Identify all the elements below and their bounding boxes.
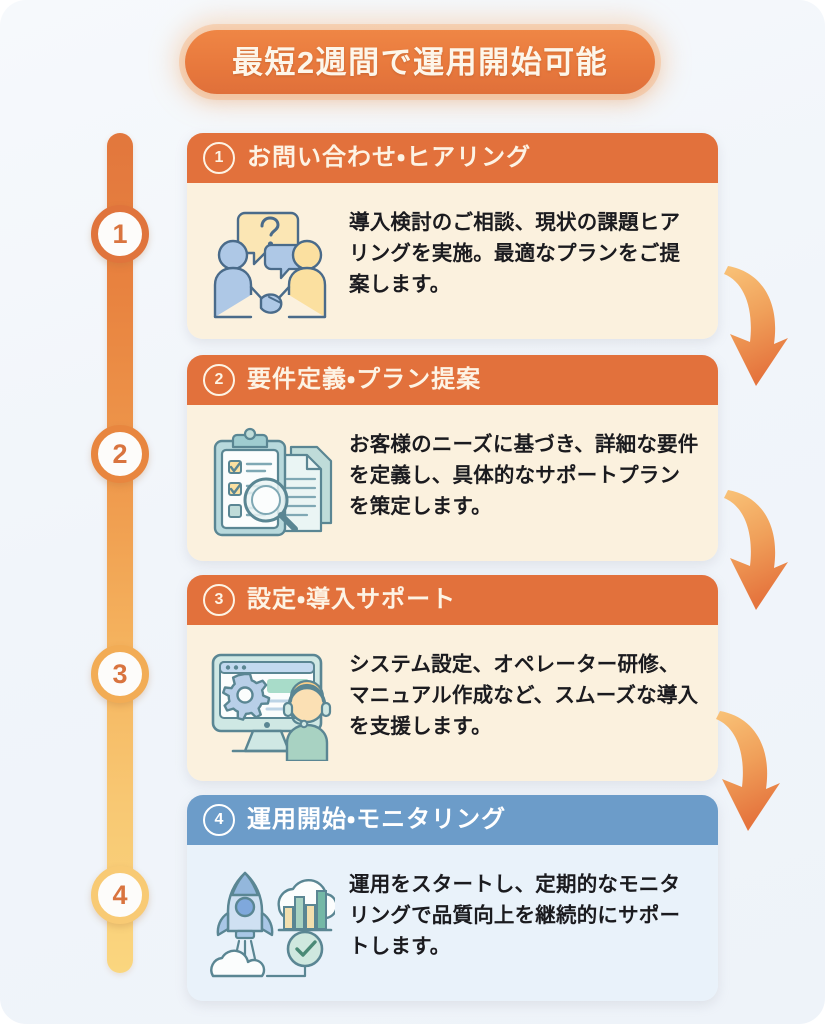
- rocket-cloud-chart-check-icon: [205, 863, 335, 981]
- flow-arrow-3-to-4: [714, 703, 810, 843]
- step-title: 設定・導入サポート: [247, 586, 457, 613]
- title-banner: 最短2週間で運用開始可能: [185, 30, 655, 94]
- step-description: お客様のニーズに基づき、詳細な要件を定義し、具体的なサポートプランを策定します。: [349, 433, 699, 519]
- step-number-badge: 1: [203, 142, 235, 174]
- step-card-header: 3 設定・導入サポート: [187, 575, 718, 625]
- step-title: 要件定義・プラン提案: [247, 366, 482, 393]
- timeline-marker-2: 2: [91, 425, 149, 483]
- step-description: 導入検討のご相談、現状の課題ヒアリングを実施。最適なプランをご提案します。: [349, 211, 681, 297]
- step-description: システム設定、オペレーター研修、マニュアル作成など、スムーズな導入を支援します。: [349, 653, 699, 739]
- step-card-4: 4 運用開始・モニタリング: [187, 795, 718, 1001]
- page-title: 最短2週間で運用開始可能: [231, 44, 609, 80]
- monitor-gear-support-agent-icon: [205, 643, 335, 761]
- step-card-header: 2 要件定義・プラン提案: [187, 355, 718, 405]
- step-number-badge: 2: [203, 364, 235, 396]
- step-number-badge: 4: [203, 804, 235, 836]
- timeline-marker-1: 1: [91, 205, 149, 263]
- flow-arrow-1-to-2: [722, 258, 818, 398]
- step-card-body: お客様のニーズに基づき、詳細な要件を定義し、具体的なサポートプランを策定します。: [187, 405, 718, 561]
- step-card-3: 3 設定・導入サポート: [187, 575, 718, 781]
- flow-arrow-2-to-3: [722, 482, 818, 622]
- timeline-marker-number: 1: [112, 218, 128, 249]
- step-card-body: システム設定、オペレーター研修、マニュアル作成など、スムーズな導入を支援します。: [187, 625, 718, 781]
- step-title: 運用開始・モニタリング: [247, 806, 507, 833]
- timeline-marker-3: 3: [91, 645, 149, 703]
- step-card-body: 運用をスタートし、定期的なモニタリングで品質向上を継続的にサポートします。: [187, 845, 718, 1001]
- step-title: お問い合わせ・ヒアリング: [247, 144, 532, 171]
- clipboard-checklist-magnifier-icon: [205, 423, 335, 541]
- timeline-marker-number: 4: [112, 879, 128, 910]
- timeline-rail: [107, 133, 133, 973]
- step-number-badge: 3: [203, 584, 235, 616]
- step-card-2: 2 要件定義・プラン提案: [187, 355, 718, 561]
- timeline-marker-4: 4: [91, 866, 149, 924]
- handshake-consultation-icon: [205, 201, 335, 319]
- step-card-header: 1 お問い合わせ・ヒアリング: [187, 133, 718, 183]
- timeline-marker-number: 2: [112, 438, 128, 469]
- timeline-marker-number: 3: [112, 658, 128, 689]
- step-description: 運用をスタートし、定期的なモニタリングで品質向上を継続的にサポートします。: [349, 873, 681, 959]
- step-card-1: 1 お問い合わせ・ヒアリング: [187, 133, 718, 339]
- step-card-header: 4 運用開始・モニタリング: [187, 795, 718, 845]
- step-card-body: 導入検討のご相談、現状の課題ヒアリングを実施。最適なプランをご提案します。: [187, 183, 718, 339]
